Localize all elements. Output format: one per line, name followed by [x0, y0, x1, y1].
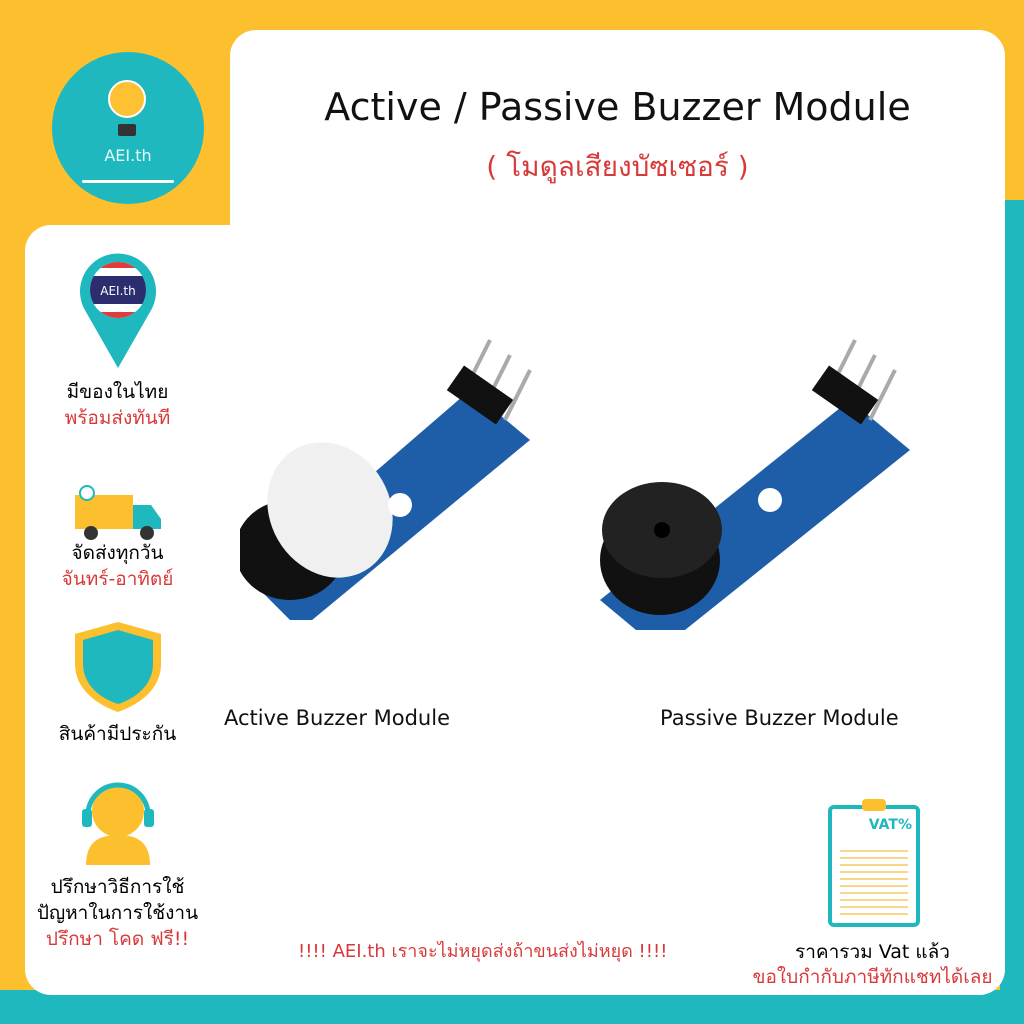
bulb-base	[118, 124, 136, 136]
passive-buzzer-image	[600, 339, 910, 630]
feature-line3: ปรึกษา โคด ฟรี!!	[45, 928, 190, 950]
feature-line1: ปรึกษาวิธีการใช้	[50, 876, 185, 898]
page-title: Active / Passive Buzzer Module	[324, 85, 911, 129]
feature-in-stock: AEI.th มีของในไทย พร้อมส่งทันที	[30, 250, 205, 440]
active-buzzer-image	[240, 339, 532, 620]
shipping-note: !!!! AEI.th เราจะไม่หยุดส่งถ้าขนส่งไม่หย…	[298, 941, 668, 962]
document-lines	[840, 845, 908, 915]
thailand-pin-icon: AEI.th	[79, 253, 156, 368]
vat-line1: ราคารวม Vat แล้ว	[795, 941, 950, 963]
passive-buzzer-caption: Passive Buzzer Module	[660, 706, 899, 730]
feature-line2: จันทร์-อาทิตย์	[61, 568, 174, 590]
feature-line1: จัดส่งทุกวัน	[71, 542, 164, 564]
page-subtitle: ( โมดูลเสียงบัซเซอร์ )	[486, 150, 749, 183]
vat-document-icon: VAT%	[828, 799, 920, 927]
feature-delivery: จัดส่งทุกวัน จันทร์-อาทิตย์	[30, 485, 205, 600]
feature-line1: สินค้ามีประกัน	[58, 723, 177, 745]
logo-underline	[82, 180, 174, 183]
shield-icon	[74, 622, 161, 712]
lightbulb-icon	[108, 80, 146, 118]
active-buzzer-caption: Active Buzzer Module	[224, 706, 450, 730]
aei-logo: AEI.th	[52, 52, 204, 204]
feature-line1: มีของในไทย	[66, 381, 169, 403]
feature-warranty: สินค้ามีประกัน	[30, 620, 205, 750]
pin-badge: AEI.th	[100, 284, 135, 298]
feature-support: ปรึกษาวิธีการใช้ ปัญหาในการใช้งาน ปรึกษา…	[30, 775, 205, 950]
feature-line2: ปัญหาในการใช้งาน	[36, 902, 199, 924]
delivery-truck-icon	[74, 485, 161, 540]
logo-text: AEI.th	[104, 146, 152, 165]
vat-line2: ขอใบกำกับภาษีทักแชทได้เลย	[752, 966, 993, 988]
vat-label: VAT%	[868, 817, 912, 833]
vat-info: ราคารวม Vat แล้ว ขอใบกำกับภาษีทักแชทได้เ…	[740, 940, 1005, 990]
support-headset-icon	[81, 782, 154, 865]
bottom-band	[0, 990, 1024, 1024]
clipboard-clip	[862, 799, 886, 811]
feature-line2: พร้อมส่งทันที	[64, 407, 171, 429]
